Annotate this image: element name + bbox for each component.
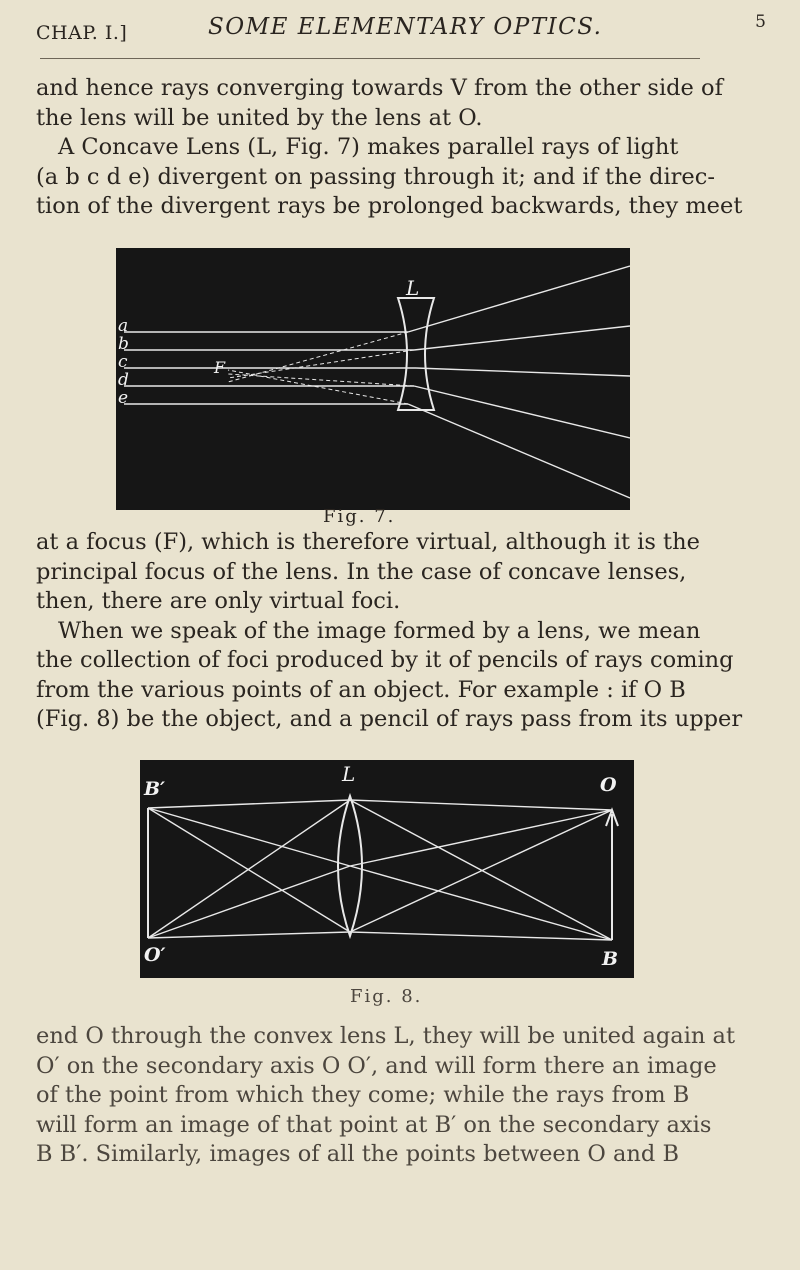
figure-8-b-label: B	[602, 948, 619, 970]
text-line: When we speak of the image formed by a l…	[58, 617, 701, 644]
text-line: at a focus (F), which is therefore virtu…	[36, 529, 700, 555]
ray-o-centre	[349, 809, 613, 867]
figure-7-lens-label: L	[406, 276, 420, 300]
running-title: SOME ELEMENTARY OPTICS.	[208, 14, 603, 40]
figure-8-caption: Fig. 8.	[350, 986, 423, 1007]
ray-o-bottom-refracted	[147, 931, 351, 939]
figure-8-diagram	[147, 792, 619, 941]
text-line: B B′. Similarly, images of all the point…	[36, 1141, 679, 1167]
figure-7-ray-label-c: c	[118, 352, 128, 372]
figure-7-ray-label-b: b	[118, 334, 129, 354]
figure-8-lens-label: L	[342, 762, 356, 786]
ray-e-divergent	[407, 403, 630, 499]
text-line: end O through the convex lens L, they wi…	[36, 1023, 735, 1049]
ray-o-centre-refracted	[147, 865, 351, 939]
running-header: CHAP. I.] SOME ELEMENTARY OPTICS. 5	[36, 8, 766, 48]
figure-8-plate: L B′ O O′ B	[140, 760, 634, 978]
ray-a-virtual	[227, 331, 409, 383]
ray-b-virtual	[227, 349, 415, 379]
text-line: the collection of foci produced by it of…	[36, 647, 734, 673]
text-line: (a b c d e) divergent on passing through…	[36, 163, 715, 190]
figure-7-caption: Fig. 7.	[323, 506, 396, 527]
convex-lens-shape	[337, 792, 363, 940]
ray-d-divergent	[413, 385, 630, 439]
chapter-label: CHAP. I.]	[36, 22, 128, 44]
figure-7-ray-label-e: e	[118, 388, 129, 408]
ray-e-virtual	[227, 369, 409, 405]
text-line: principal focus of the lens. In the case…	[36, 558, 687, 585]
text-line: of the point from which they come; while…	[36, 1082, 690, 1108]
text-line: O′ on the secondary axis O O′, and will …	[36, 1052, 717, 1079]
ray-o-top-refracted	[147, 799, 351, 939]
text-line: from the various points of an object. Fo…	[36, 676, 686, 703]
concave-lens-shape	[396, 297, 436, 411]
ray-b-centre-refracted	[147, 807, 351, 867]
figure-7-ray-label-a: a	[118, 316, 129, 336]
text-line: will form an image of that point at B′ o…	[36, 1111, 712, 1138]
text-line: A Concave Lens (L, Fig. 7) makes paralle…	[58, 134, 679, 160]
text-line: the lens will be united by the lens at O…	[36, 104, 483, 131]
figure-7-ray-label-d: d	[118, 370, 129, 390]
paragraph-1: and hence rays converging towards V from…	[36, 74, 743, 222]
ray-b-divergent	[413, 325, 630, 351]
figure-8-o-label: O	[600, 774, 617, 796]
ray-b-top-refracted	[147, 799, 351, 809]
ray-o-top	[349, 799, 613, 811]
ray-o-bottom	[349, 809, 613, 933]
figure-7-diagram	[124, 265, 630, 499]
ray-b-bottom-refracted	[147, 807, 351, 933]
header-rule	[40, 58, 700, 59]
text-line: and hence rays converging towards V from…	[36, 75, 723, 101]
paragraph-2: at a focus (F), which is therefore virtu…	[36, 528, 743, 735]
ray-b-centre	[349, 865, 613, 941]
figure-8-o-prime-label: O′	[144, 944, 166, 966]
figure-8-b-prime-label: B′	[144, 778, 166, 800]
text-line: (Fig. 8) be the object, and a pencil of …	[36, 706, 743, 732]
ray-a-divergent	[407, 265, 630, 333]
page-number: 5	[755, 12, 766, 32]
figure-7-focus-label: F	[214, 358, 226, 377]
ray-c-divergent	[415, 367, 630, 377]
ray-d-virtual	[227, 373, 415, 387]
ray-b-bottom	[349, 931, 613, 941]
text-line: then, there are only virtual foci.	[36, 588, 401, 614]
ray-b-top	[349, 799, 613, 941]
figure-7-plate: L F a b c d e	[116, 248, 630, 510]
text-line: tion of the divergent rays be prolonged …	[36, 193, 743, 219]
paragraph-3: end O through the convex lens L, they wi…	[36, 1022, 735, 1170]
